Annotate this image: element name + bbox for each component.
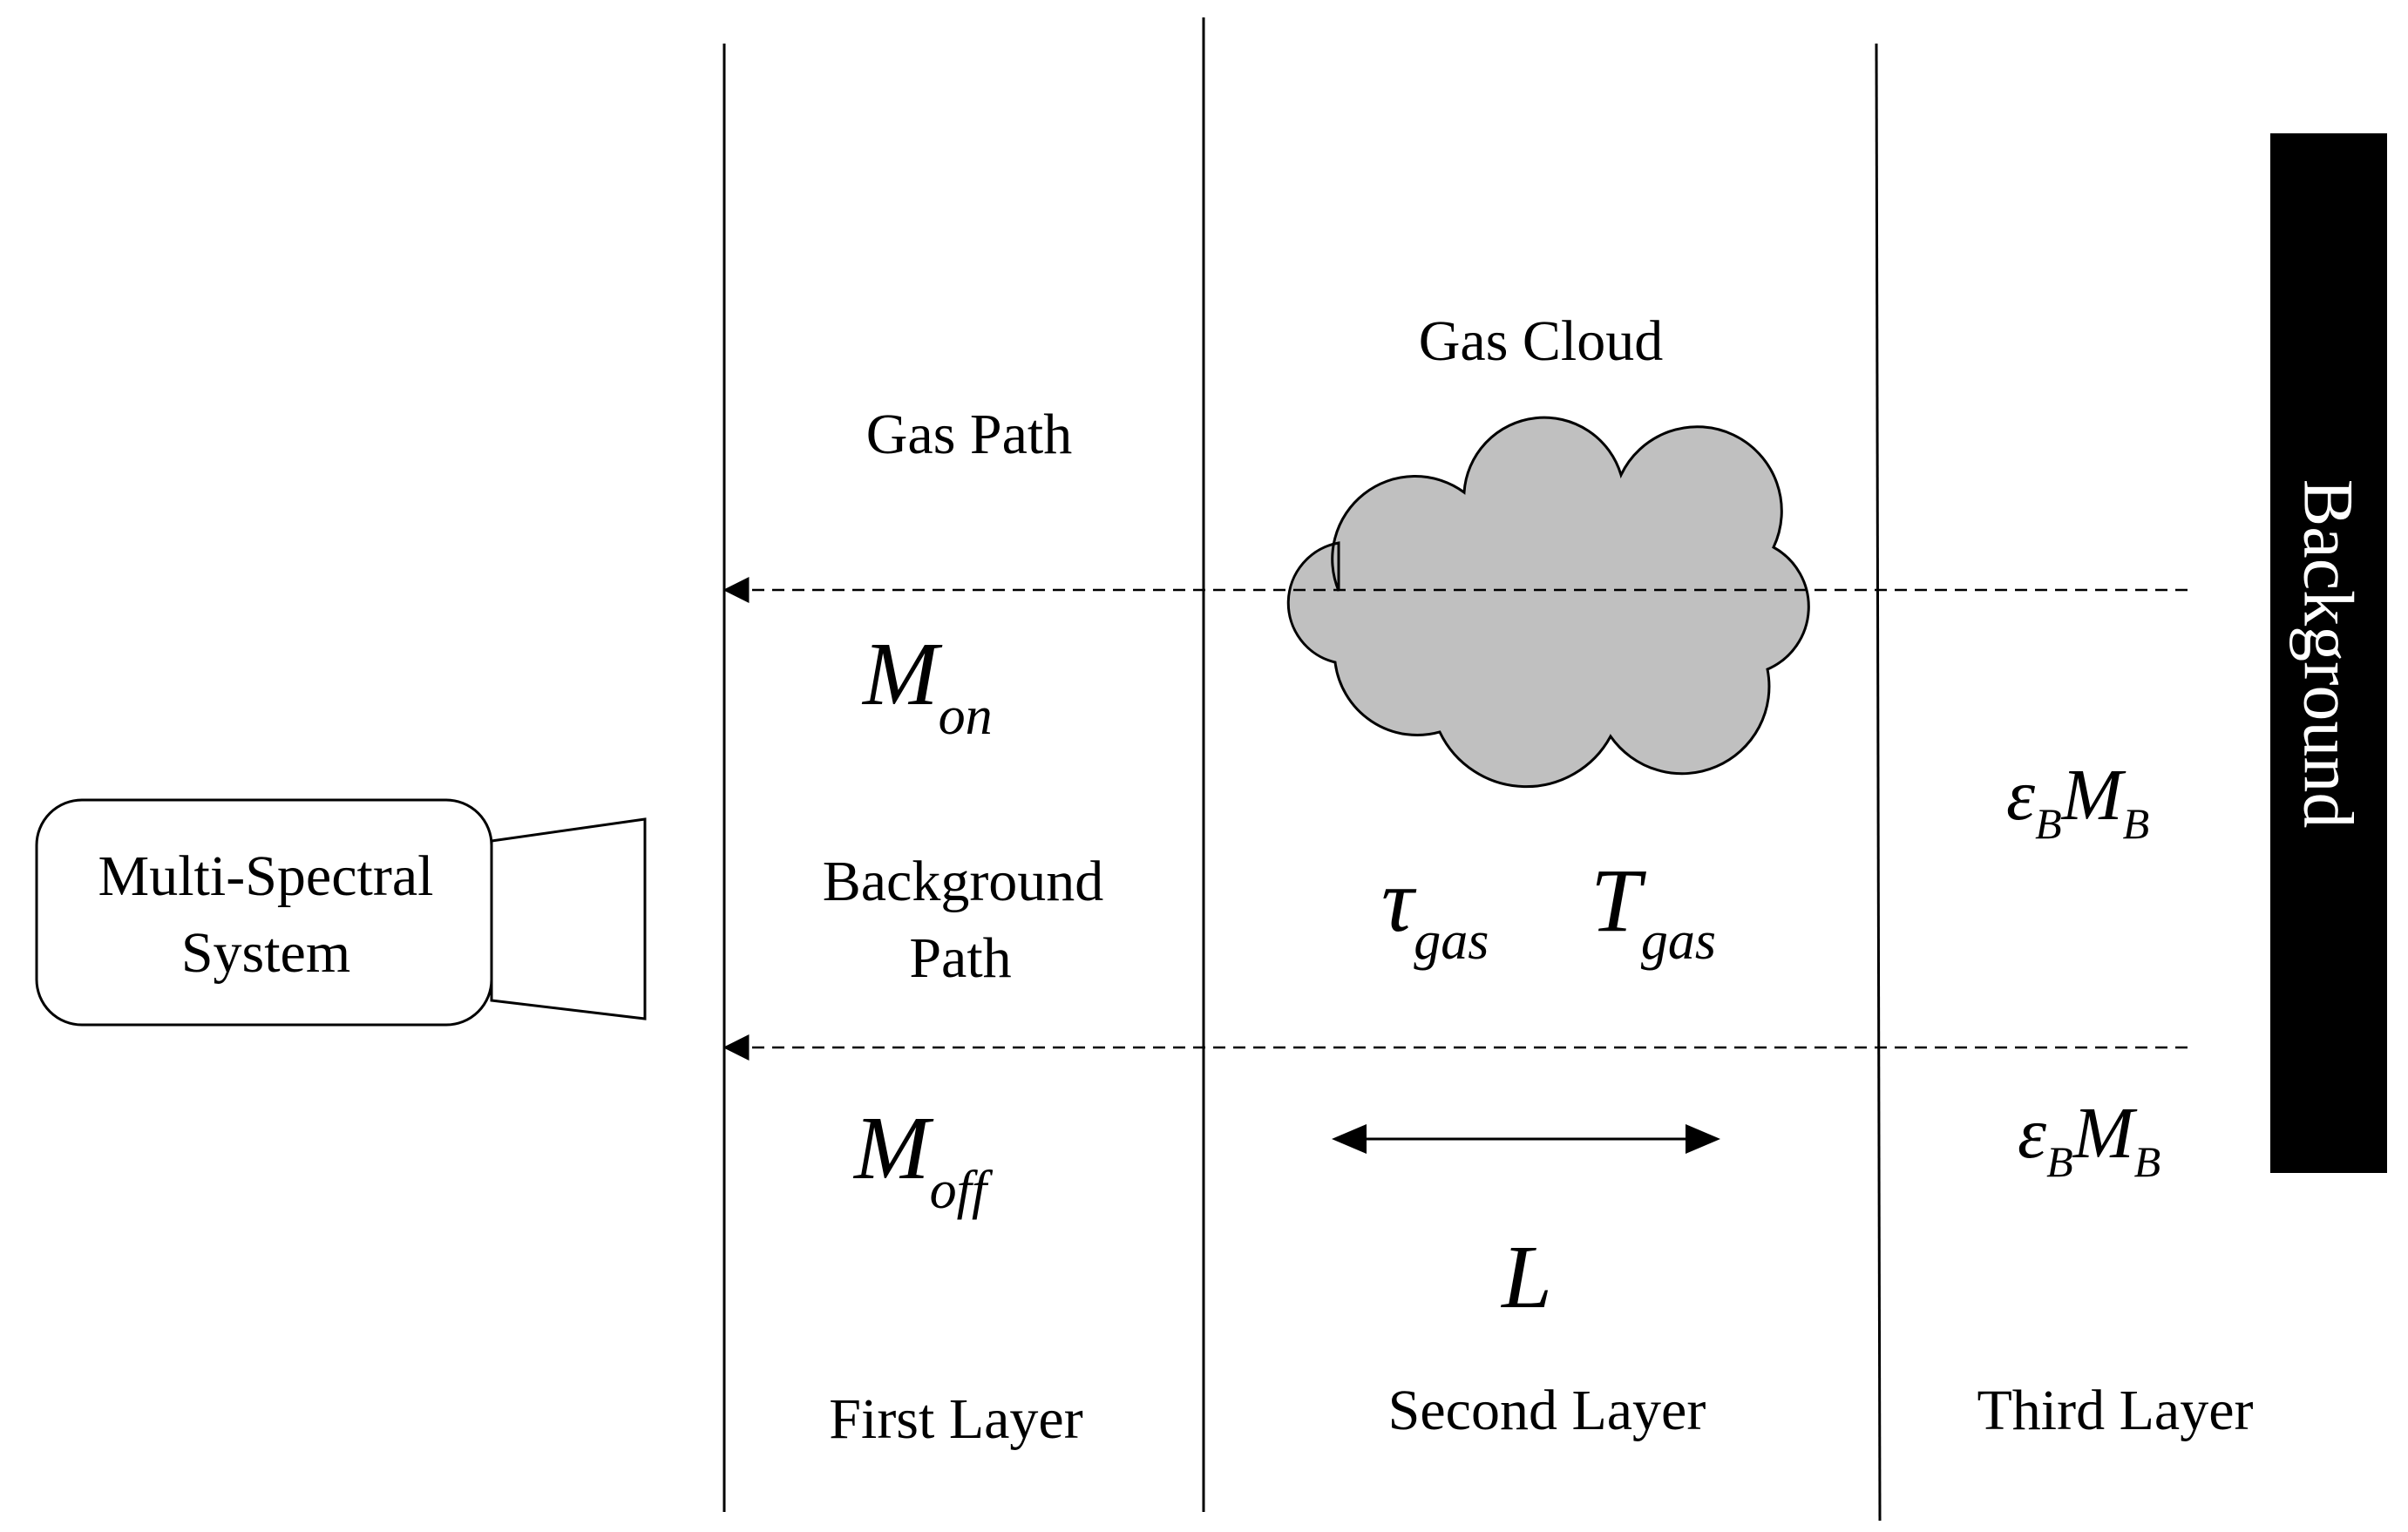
gas-path-label: Gas Path xyxy=(866,403,1072,466)
first-layer-label: First Layer xyxy=(829,1387,1082,1451)
background-path-label-line1: Background xyxy=(823,850,1104,913)
emission-upper-symbol: εBMB xyxy=(2006,755,2149,848)
background-bar xyxy=(2270,133,2387,1173)
camera-body xyxy=(35,798,493,1027)
m-off-symbol: Moff xyxy=(852,1098,994,1220)
tau-gas-symbol: τgas xyxy=(1381,851,1489,971)
second-layer-label: Second Layer xyxy=(1388,1379,1706,1442)
gas-cloud-shape xyxy=(1286,416,1810,789)
emission-lower-symbol: εBMB xyxy=(2018,1093,2160,1186)
camera-lens xyxy=(490,817,647,1020)
camera-label-line2: System xyxy=(181,921,350,985)
m-on-symbol: Mon xyxy=(861,624,993,746)
layer-divider-right xyxy=(1875,43,1882,1522)
length-symbol: L xyxy=(1500,1227,1552,1327)
third-layer-label: Third Layer xyxy=(1977,1379,2253,1442)
camera-label-line1: Multi-Spectral xyxy=(98,844,434,908)
length-arrowhead-left xyxy=(1332,1124,1367,1154)
background-label: Background xyxy=(2289,479,2369,829)
length-arrowhead-right xyxy=(1686,1124,1720,1154)
t-gas-symbol: Tgas xyxy=(1591,851,1716,971)
background-path-label-line2: Path xyxy=(909,926,1011,990)
gas-cloud-label: Gas Cloud xyxy=(1419,309,1664,373)
